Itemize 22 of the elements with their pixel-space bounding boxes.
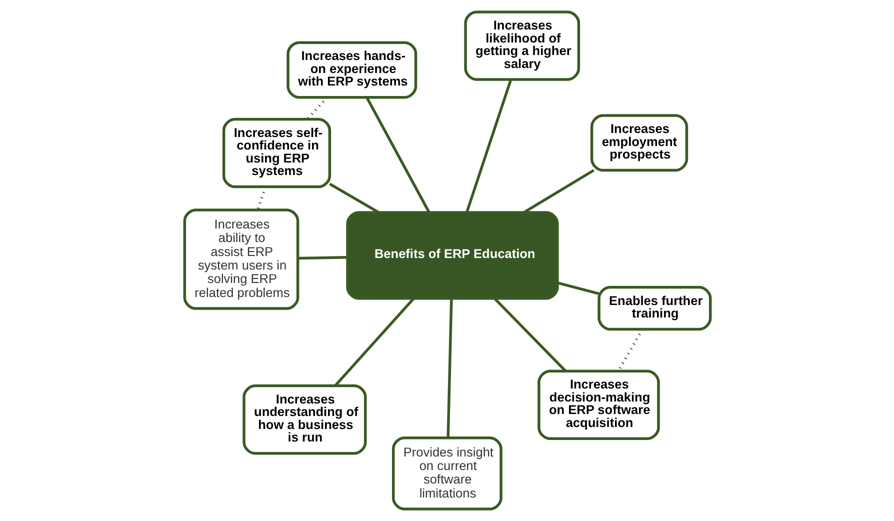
node-box: Increases ability to assist ERP system users in solving ERP related problems: [182, 208, 299, 310]
connector: [365, 96, 430, 214]
node-box: Increases understanding of how a business is run: [242, 384, 366, 455]
connector: [556, 282, 599, 296]
connector: [306, 96, 328, 120]
node-box: Increases decision-making on ERP software acquisition: [537, 370, 660, 440]
connector: [256, 186, 266, 210]
node-box: Provides insight on current software limitations: [391, 436, 502, 510]
connector: [297, 256, 347, 260]
node-box: Increases self-confidence in using ERP systems: [222, 118, 331, 188]
node-box: Increases likelihood of getting a higher salary: [464, 10, 580, 81]
node-box: Increases hands-on experience with ERP systems: [286, 41, 417, 99]
connector: [334, 298, 414, 387]
node-box: Benefits of ERP Education: [346, 211, 558, 300]
connector: [616, 328, 644, 372]
connector: [464, 79, 512, 213]
connector: [493, 298, 566, 372]
connector: [328, 182, 379, 214]
node-box: Increases employment prospects: [590, 114, 688, 172]
node-box: Enables further training: [597, 286, 712, 331]
connector: [522, 169, 594, 214]
connector: [446, 298, 452, 438]
